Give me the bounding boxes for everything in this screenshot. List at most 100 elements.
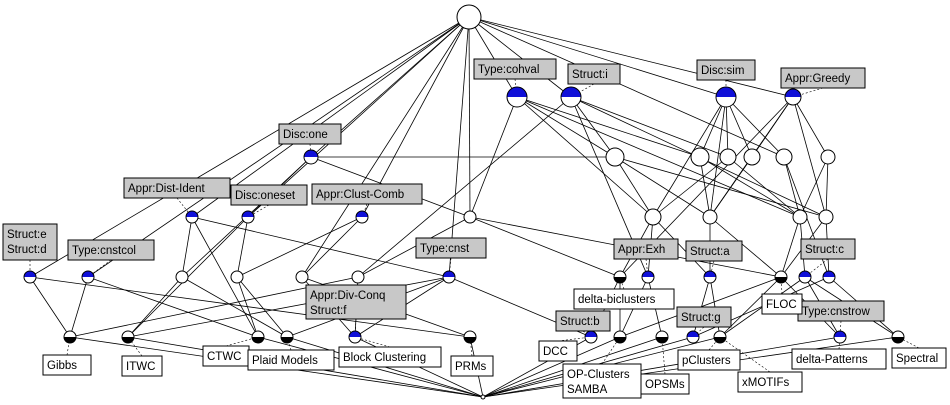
attribute-label-text: Struct:i bbox=[572, 69, 608, 81]
attribute-label: Appr:Dist-Ident bbox=[123, 177, 231, 199]
object-label: OPSMs bbox=[640, 373, 690, 395]
lattice-nodes bbox=[23, 4, 905, 400]
attribute-label: Struct:a bbox=[685, 240, 743, 262]
lattice-node bbox=[303, 149, 319, 165]
lattice-node bbox=[463, 330, 477, 344]
attribute-label: Struct:b bbox=[555, 310, 611, 332]
lattice-node bbox=[713, 330, 727, 344]
lattice-edge bbox=[301, 216, 363, 278]
object-label-text: Plaid Models bbox=[252, 355, 318, 367]
attribute-label: Disc:one bbox=[278, 123, 342, 145]
lattice-node bbox=[798, 270, 812, 284]
lattice-edge bbox=[468, 16, 572, 98]
attribute-label: Type:cohval bbox=[473, 58, 557, 80]
object-label-text: DCC bbox=[543, 346, 568, 358]
label-leader-line bbox=[225, 336, 259, 347]
lattice-node bbox=[891, 330, 905, 344]
lattice-edges bbox=[29, 16, 899, 398]
lattice-edge bbox=[652, 96, 727, 218]
lattice-edge bbox=[191, 216, 259, 338]
lattice-node bbox=[818, 209, 834, 225]
lattice-node bbox=[560, 86, 582, 108]
attribute-label-text: Struct:d bbox=[7, 244, 47, 256]
lattice-node bbox=[348, 330, 362, 344]
lattice-edge bbox=[69, 276, 89, 338]
lattice-edge bbox=[709, 216, 782, 278]
lattice-node bbox=[792, 209, 808, 225]
lattice-edge bbox=[614, 156, 711, 218]
lattice-node bbox=[774, 270, 788, 284]
lattice-edge bbox=[780, 216, 801, 278]
object-label-text: pClusters bbox=[682, 355, 731, 367]
label-leader-line bbox=[557, 336, 592, 342]
lattice-node bbox=[784, 88, 802, 106]
attribute-label-text: Struct:c bbox=[805, 244, 844, 256]
lattice-edge bbox=[570, 96, 729, 158]
object-label-text: FLOC bbox=[766, 299, 797, 311]
lattice-node bbox=[775, 148, 793, 166]
lattice-edge bbox=[357, 96, 572, 278]
lattice-edge bbox=[87, 276, 259, 338]
lattice-node bbox=[715, 86, 737, 108]
lattice-edge bbox=[87, 16, 470, 278]
lattice-edge bbox=[357, 216, 471, 278]
lattice-edge bbox=[482, 336, 621, 398]
object-label-text: delta-biclusters bbox=[578, 294, 656, 306]
lattice-node bbox=[686, 330, 700, 344]
lattice-node bbox=[719, 148, 737, 166]
object-label-text: CTWC bbox=[207, 351, 242, 363]
object-label-text: PRMs bbox=[455, 361, 487, 373]
attribute-label-text: Appr:Div-Conq bbox=[310, 290, 385, 302]
attribute-label: Appr:Exh bbox=[613, 238, 679, 260]
lattice-node bbox=[121, 330, 135, 344]
attribute-label: Struct:i bbox=[567, 63, 621, 85]
lattice-edge bbox=[652, 216, 711, 278]
lattice-edge bbox=[247, 16, 470, 218]
lattice-edge bbox=[799, 156, 829, 218]
object-label: pClusters bbox=[677, 349, 741, 371]
lattice-edge bbox=[725, 96, 753, 158]
object-label: delta-biclusters bbox=[573, 288, 675, 310]
label-leader-line bbox=[570, 83, 595, 98]
lattice-edge bbox=[236, 216, 249, 278]
object-label: FLOC bbox=[761, 293, 803, 315]
lattice-edge bbox=[468, 16, 727, 98]
attribute-label: Type:cnst bbox=[415, 237, 487, 259]
lattice-edge bbox=[29, 276, 71, 338]
lattice-edge bbox=[127, 276, 183, 338]
lattice-node bbox=[480, 394, 486, 400]
lattice-node bbox=[641, 270, 655, 284]
lattice-edge bbox=[448, 16, 470, 278]
lattice-edge bbox=[709, 96, 727, 218]
label-leader-lines bbox=[29, 78, 920, 375]
lattice-node bbox=[822, 270, 836, 284]
label-leader-line bbox=[792, 87, 824, 98]
lattice-edge bbox=[516, 96, 801, 218]
lattice-edge bbox=[614, 156, 654, 218]
lattice-edge bbox=[699, 156, 711, 218]
lattice-node bbox=[355, 210, 369, 224]
attribute-label-text: Struct:f bbox=[310, 305, 347, 317]
lattice-edge bbox=[792, 96, 829, 158]
lattice-node bbox=[251, 330, 265, 344]
lattice-edge bbox=[468, 16, 471, 218]
lattice-edge bbox=[468, 16, 785, 158]
lattice-edge bbox=[783, 156, 801, 218]
attribute-label-text: Struct:g bbox=[681, 312, 721, 324]
object-label: PRMs bbox=[450, 355, 494, 377]
attribute-label-text: Disc:sim bbox=[701, 65, 744, 77]
lattice-node bbox=[456, 4, 482, 30]
lattice-edge bbox=[236, 276, 259, 338]
label-leader-line bbox=[780, 276, 783, 295]
lattice-node bbox=[175, 270, 189, 284]
lattice-node bbox=[820, 149, 836, 165]
lattice-edge bbox=[727, 156, 801, 218]
attribute-label-text: Disc:oneset bbox=[235, 190, 296, 202]
object-label-text: Gibbs bbox=[47, 360, 77, 372]
lattice-edge bbox=[516, 96, 616, 158]
